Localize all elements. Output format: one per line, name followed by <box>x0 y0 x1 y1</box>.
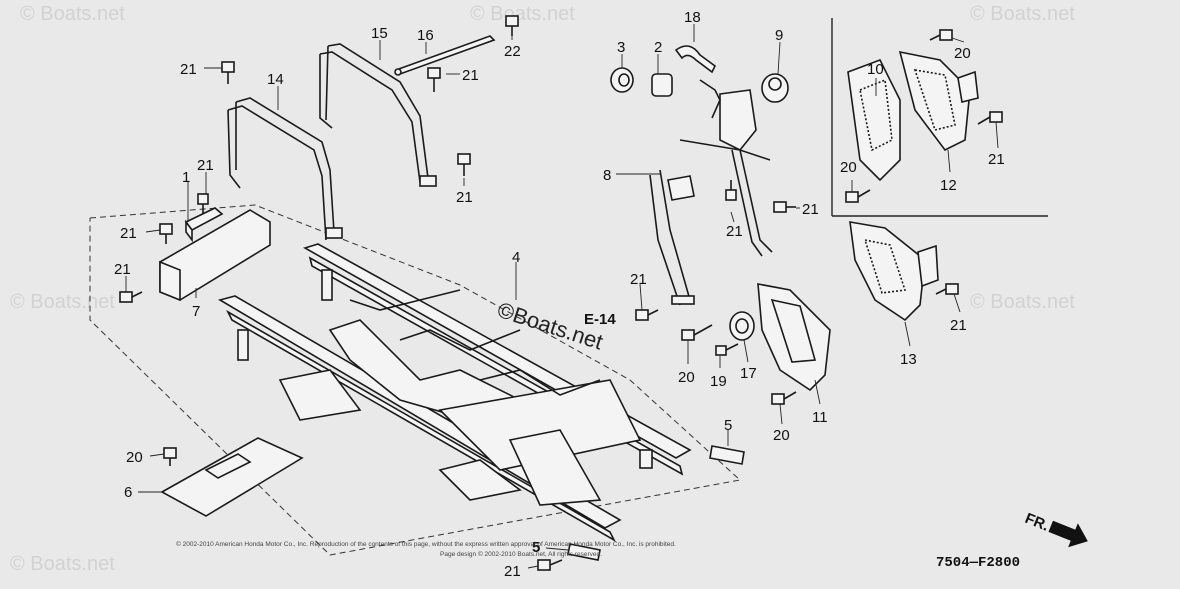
copyright-line: Page design © 2002-2010 Boats.net, All r… <box>440 550 602 558</box>
callout-21: 21 <box>197 157 214 174</box>
callout-13: 13 <box>900 351 917 368</box>
callout-10: 10 <box>867 61 884 78</box>
watermark: © Boats.net <box>20 3 125 25</box>
part-1-block <box>184 207 224 243</box>
callout-21: 21 <box>456 189 473 206</box>
callout-20: 20 <box>954 45 971 62</box>
direction-label: FR. <box>1023 510 1052 535</box>
small-parts <box>610 45 789 103</box>
watermark: © Boats.net <box>10 291 115 313</box>
leader-lines <box>125 24 999 569</box>
diagram-code: 7504—F2800 <box>936 555 1020 571</box>
callout-4: 4 <box>512 249 520 266</box>
callout-20: 20 <box>126 449 143 466</box>
assembly-outline <box>89 204 742 556</box>
bolt-icon <box>725 180 737 201</box>
callout-21: 21 <box>630 271 647 288</box>
callout-6: 6 <box>124 484 132 501</box>
callout-20: 20 <box>840 159 857 176</box>
callout-5: 5 <box>724 417 732 434</box>
callout-21: 21 <box>988 151 1005 168</box>
watermark-group: © Boats.net © Boats.net © Boats.net © Bo… <box>10 3 1075 575</box>
front-direction: FR. <box>1023 510 1088 548</box>
callout-3: 3 <box>617 39 625 56</box>
callout-5: 5 <box>532 539 540 556</box>
part-13-grille <box>849 221 939 322</box>
part-17-clamp <box>729 311 755 341</box>
bolt-icon <box>977 111 1003 125</box>
bolt-icon <box>163 447 177 466</box>
part-16-rod <box>394 35 496 76</box>
callout-17: 17 <box>740 365 757 382</box>
part-6-plate <box>160 437 304 517</box>
callout-21: 21 <box>180 61 197 78</box>
watermark: © Boats.net <box>970 291 1075 313</box>
copyright-line: © 2002-2010 American Honda Motor Co., In… <box>176 540 676 548</box>
arrow-icon <box>1048 520 1088 548</box>
callout-21: 21 <box>462 67 479 84</box>
callout-7: 7 <box>192 303 200 320</box>
bolt-icon <box>681 324 713 341</box>
bolt-icon <box>929 29 953 41</box>
bolt-icon <box>845 189 871 203</box>
callout-18: 18 <box>684 9 701 26</box>
bolt-icon <box>773 201 796 213</box>
part-14-bar <box>227 97 343 241</box>
bolt-icon <box>505 15 519 36</box>
bolt-group <box>119 15 1003 571</box>
callout-12: 12 <box>940 177 957 194</box>
center-watermark: ©Boats.net <box>494 297 606 355</box>
callout-21: 21 <box>120 225 137 242</box>
reference-label: E-14 <box>584 311 616 328</box>
callout-21: 21 <box>802 201 819 218</box>
callout-20: 20 <box>678 369 695 386</box>
bolt-icon <box>119 291 143 303</box>
bolt-icon <box>771 391 797 405</box>
part-5-plate <box>567 445 745 561</box>
callout-21: 21 <box>950 317 967 334</box>
callout-20: 20 <box>773 427 790 444</box>
part-8-assembly <box>649 79 773 306</box>
bolt-icon <box>935 283 959 295</box>
watermark: © Boats.net <box>470 3 575 25</box>
bolt-icon <box>197 193 209 214</box>
bolt-icon <box>457 153 471 176</box>
bolt-icon <box>427 67 441 92</box>
callout-8: 8 <box>603 167 611 184</box>
main-frame <box>217 243 692 543</box>
callout-19: 19 <box>710 373 727 390</box>
callout-21: 21 <box>114 261 131 278</box>
part-7-bracket <box>159 209 271 302</box>
part-15-bar <box>319 43 437 187</box>
callout-15: 15 <box>371 25 388 42</box>
bolt-icon <box>159 223 173 244</box>
callout-labels: 1 2 3 4 5 5 6 7 8 9 10 11 12 13 14 15 16… <box>114 9 1005 580</box>
callout-16: 16 <box>417 27 434 44</box>
bolt-icon <box>715 343 739 356</box>
callout-21: 21 <box>726 223 743 240</box>
bolt-icon <box>635 309 659 321</box>
callout-11: 11 <box>812 409 828 426</box>
bolt-icon <box>221 61 235 84</box>
bolt-icon <box>537 559 563 571</box>
part-12-grille <box>898 50 979 152</box>
watermark: © Boats.net <box>970 3 1075 25</box>
part-11-panel <box>757 283 831 392</box>
callout-21: 21 <box>504 563 521 580</box>
watermark: © Boats.net <box>10 553 115 575</box>
callout-14: 14 <box>267 71 284 88</box>
callout-9: 9 <box>775 27 783 44</box>
callout-1: 1 <box>182 169 190 186</box>
callout-22: 22 <box>504 43 521 60</box>
callout-2: 2 <box>654 39 662 56</box>
part-10-grille <box>847 58 901 182</box>
